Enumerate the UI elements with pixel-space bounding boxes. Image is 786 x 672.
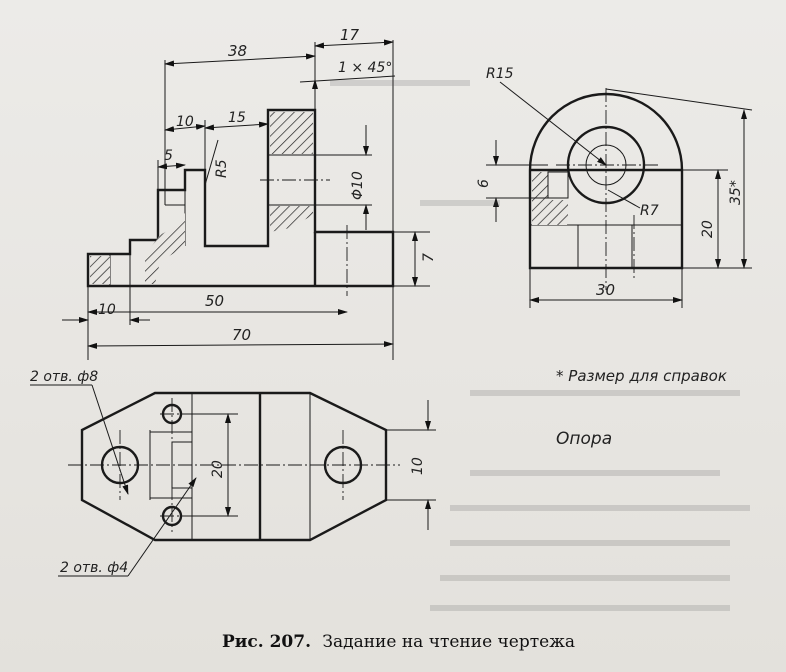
dim-7: 7 [421, 253, 437, 262]
top-view-outline [80, 391, 388, 542]
bleed-through-texture [330, 80, 750, 611]
figure-caption: Рис. 207. Задание на чтение чертежа [222, 632, 575, 652]
section-hatch-top [270, 112, 313, 154]
label-holes-8: 2 отв. ф8 [30, 369, 98, 385]
section-hatch-left [90, 256, 110, 284]
dim-10-bottom: 10 [98, 302, 116, 318]
side-section-hatch [532, 172, 568, 225]
dim-38: 38 [228, 42, 247, 60]
dim-10-top-view: 10 [410, 457, 426, 475]
dim-r5: R5 [214, 159, 230, 178]
dim-10-top: 10 [176, 114, 194, 130]
dim-35: 35* [728, 180, 744, 205]
dim-70: 70 [232, 326, 251, 344]
side-view: R15 R7 6 20 35* 30 [476, 66, 753, 308]
label-holes-4: 2 отв. ф4 [60, 560, 128, 576]
front-view: 38 17 1 × 45° 10 15 5 R5 Φ10 7 [62, 26, 437, 360]
side-view-outline [528, 92, 684, 270]
dim-20-top: 20 [210, 460, 226, 478]
dim-20-side: 20 [700, 220, 716, 238]
front-view-outline [86, 108, 395, 288]
section-hatch-mid [270, 206, 313, 232]
dim-17: 17 [340, 26, 360, 44]
part-name: Опора [556, 429, 612, 449]
dim-50: 50 [205, 292, 224, 310]
reference-note: * Размер для справок [556, 367, 727, 385]
dim-chamfer: 1 × 45° [338, 60, 392, 76]
dim-r15: R15 [486, 66, 514, 82]
section-hatch-step [145, 213, 185, 284]
dim-30: 30 [596, 281, 615, 299]
dim-6: 6 [476, 179, 492, 188]
dim-5: 5 [164, 148, 173, 164]
top-view: 20 10 2 отв. ф8 2 отв. ф4 [30, 369, 436, 577]
dim-phi10: Φ10 [350, 171, 366, 200]
dim-15: 15 [228, 110, 246, 126]
dim-r7: R7 [640, 203, 659, 219]
